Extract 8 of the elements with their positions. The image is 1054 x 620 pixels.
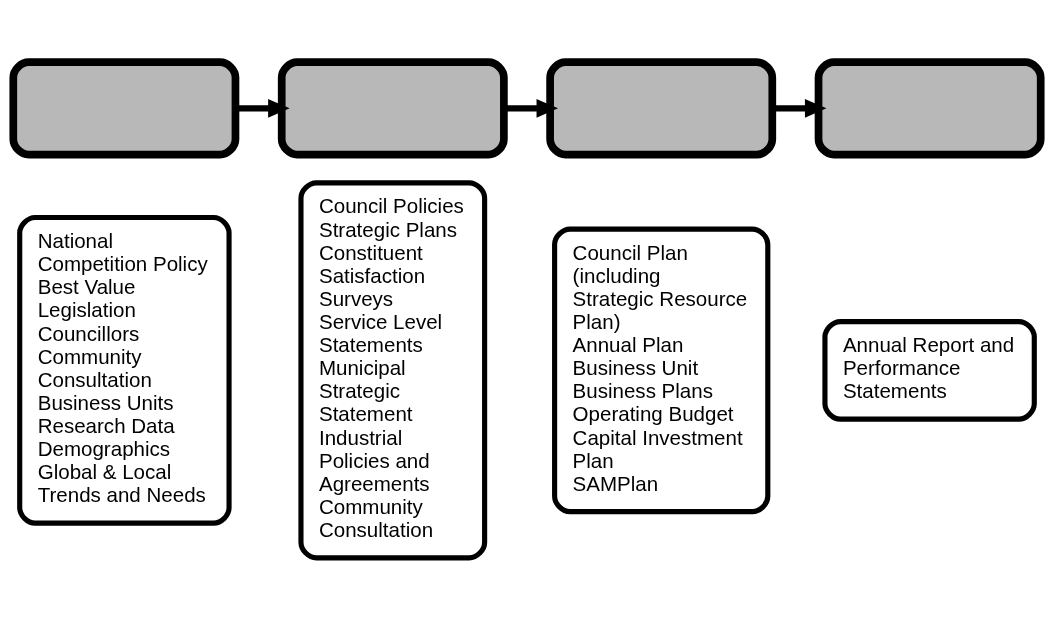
node-box: [546, 58, 777, 159]
node-box: Council Policies Strategic Plans Constituent Satisfaction Surveys Service Level Statements Municipal Strategic Statement Industrial Policies and Agreements Community Consultation: [298, 180, 488, 561]
node-box: [9, 58, 240, 159]
node-box: [277, 58, 508, 159]
node-box: National Competition Policy Best Value Legislation Councillors Community Consultation Business Units Research Data Demographics Global & Local Trends and Needs: [17, 214, 232, 526]
node-box: [814, 58, 1045, 159]
node-box: Annual Report and Performance Statements: [822, 319, 1037, 422]
node-box: Council Plan (including Strategic Resource Plan) Annual Plan Business Unit Business Plans Operating Budget Capital Investment Plan SAMPlan: [552, 226, 771, 515]
